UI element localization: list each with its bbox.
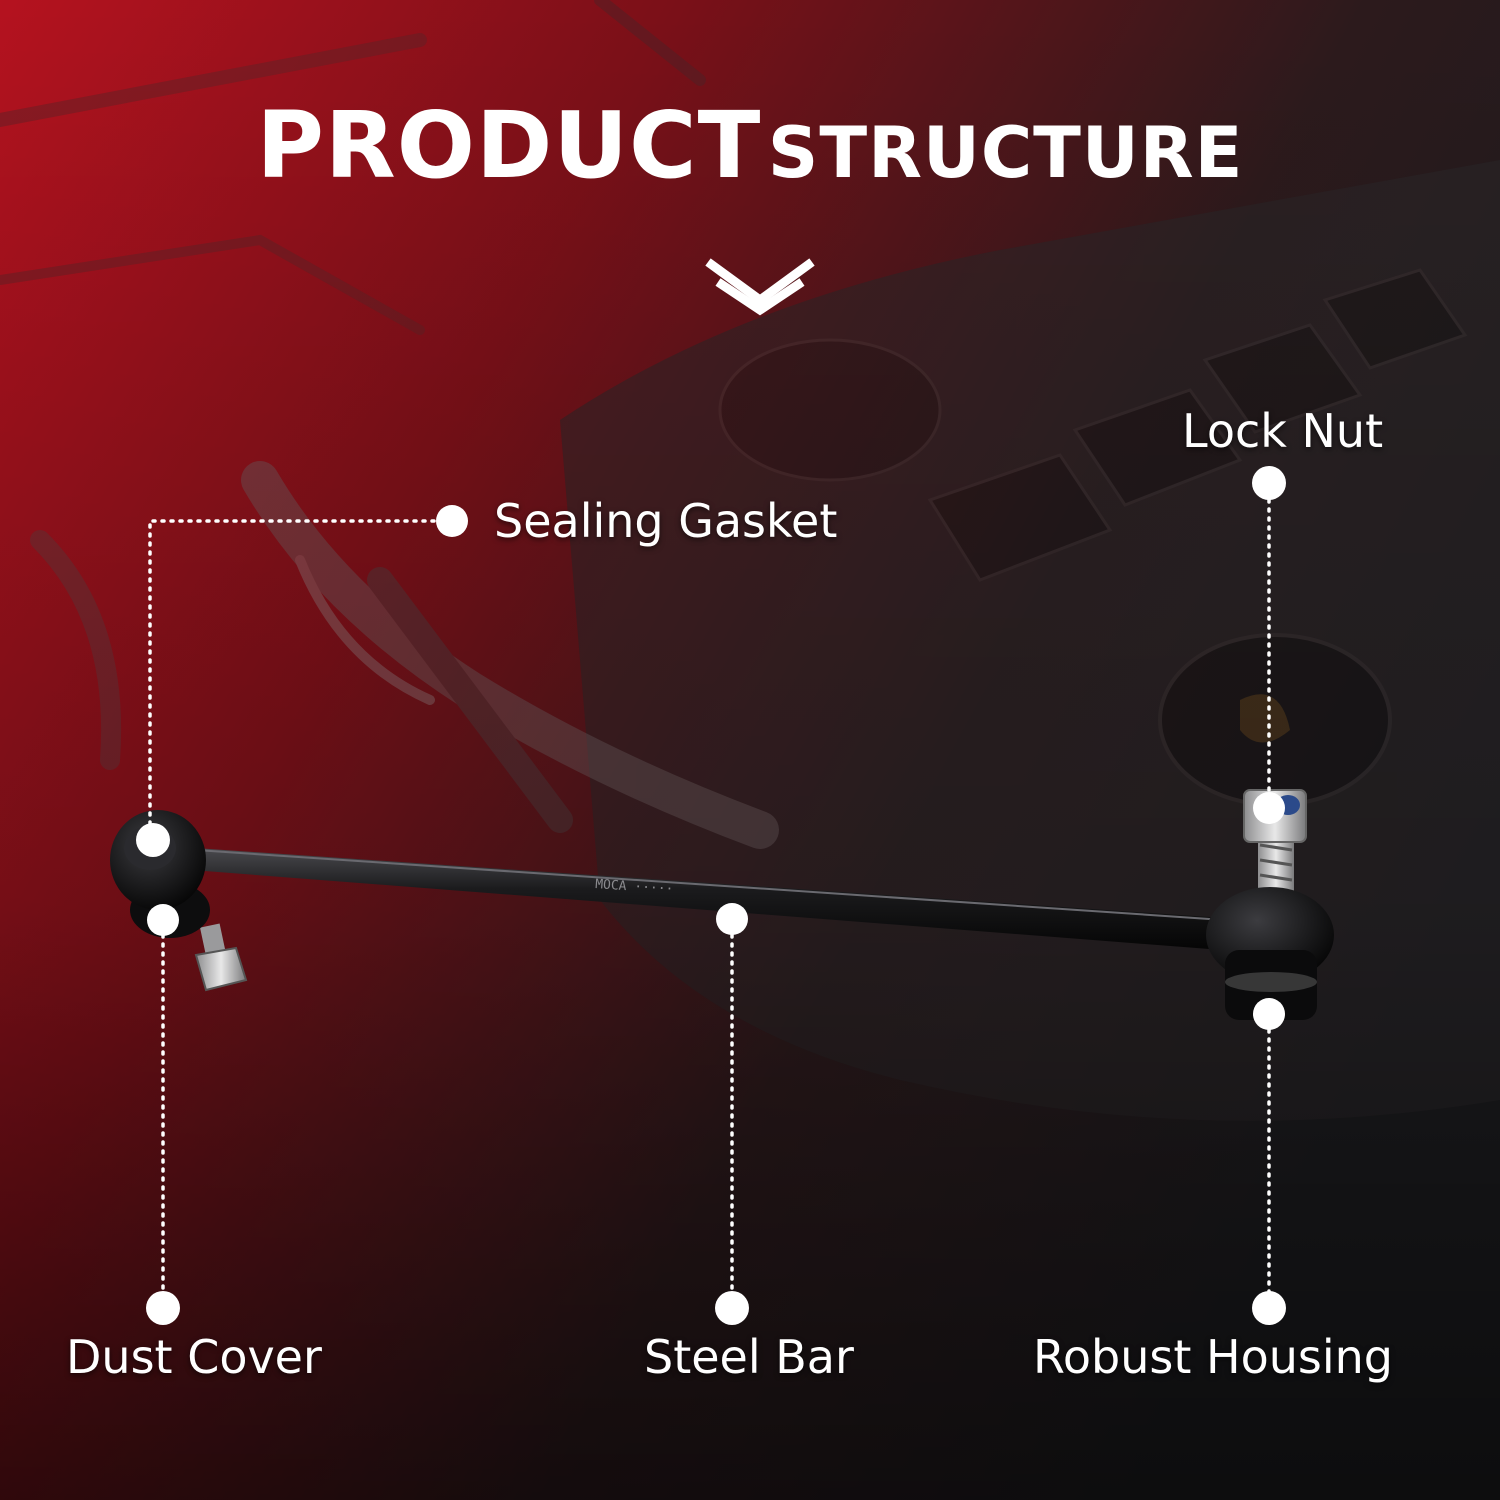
double-chevron-down-icon [705, 258, 815, 316]
title-word-product: PRODUCT [256, 92, 762, 199]
right-ball-joint [1206, 789, 1334, 1020]
label-dust-cover: Dust Cover [66, 1330, 322, 1384]
label-robust-housing: Robust Housing [1033, 1330, 1394, 1384]
page-title: PRODUCT STRUCTURE [0, 92, 1500, 199]
robust-housing-end-dot [1252, 1291, 1286, 1325]
bar-engraving: MOCA ····· [595, 877, 674, 897]
label-sealing-gasket: Sealing Gasket [494, 494, 838, 548]
label-lock-nut: Lock Nut [1182, 404, 1384, 458]
lock-nut-dot [1253, 792, 1285, 824]
steel-bar-shape [192, 848, 1225, 950]
dust-cover-dot [147, 904, 179, 936]
dust-cover-end-dot [146, 1291, 180, 1325]
robust-housing-dot [1253, 998, 1285, 1030]
steel-bar-end-dot [715, 1291, 749, 1325]
sealing-gasket-dot [136, 823, 170, 857]
lock-nut-top-dot [1252, 466, 1286, 500]
callout-leaders [148, 498, 1271, 1302]
sealing-gasket-end-dot [436, 505, 468, 537]
steel-bar-dot [716, 903, 748, 935]
callout-markers [136, 466, 1286, 1325]
title-word-structure: STRUCTURE [767, 112, 1244, 194]
label-steel-bar: Steel Bar [644, 1330, 854, 1384]
sealing-gasket-leader [148, 519, 454, 832]
